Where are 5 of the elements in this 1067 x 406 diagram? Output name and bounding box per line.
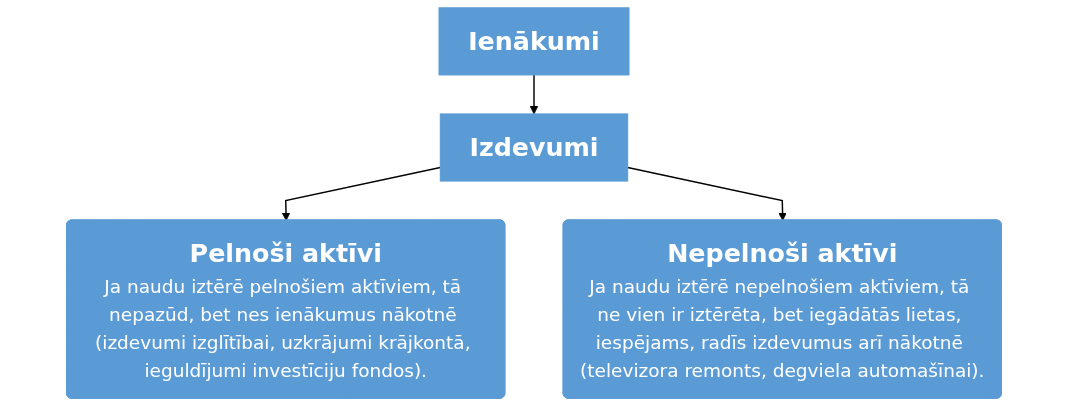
node-box: Izdevumi: [439, 113, 628, 182]
arrow: [529, 74, 538, 115]
arrow: [281, 166, 441, 221]
arrow: [626, 166, 787, 221]
node-box: Ienākumi: [438, 7, 629, 76]
